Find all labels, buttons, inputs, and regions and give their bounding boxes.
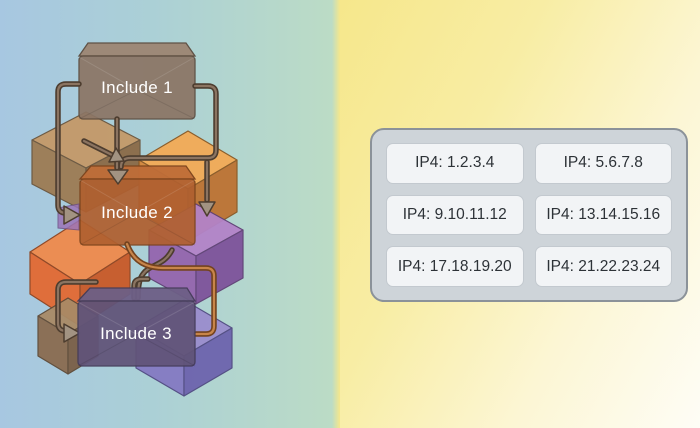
arrows-include2-to-include3 <box>55 241 217 343</box>
ip-panel: IP4: 1.2.3.4 IP4: 5.6.7.8 IP4: 9.10.11.1… <box>370 128 688 302</box>
ip-chip-3: IP4: 9.10.11.12 <box>386 194 524 236</box>
background-seam <box>332 0 340 428</box>
node-include-3 <box>76 287 197 367</box>
arrows-include1-to-include2 <box>55 81 219 225</box>
include-chain-illustration: Include 1 Include 2 <box>29 42 244 397</box>
node-include-2 <box>78 165 197 246</box>
node-include-1 <box>77 42 197 120</box>
ip-chip-4: IP4: 13.14.15.16 <box>534 194 672 236</box>
node-label-include-3: Include 3 <box>100 324 172 343</box>
ip-chip-2: IP4: 5.6.7.8 <box>534 143 672 184</box>
ip-chip-1: IP4: 1.2.3.4 <box>386 143 524 184</box>
ip-chip-6: IP4: 21.22.23.24 <box>534 246 672 287</box>
node-label-include-2: Include 2 <box>101 203 173 222</box>
node-label-include-1: Include 1 <box>101 78 173 97</box>
ip-chip-5: IP4: 17.18.19.20 <box>386 246 524 287</box>
